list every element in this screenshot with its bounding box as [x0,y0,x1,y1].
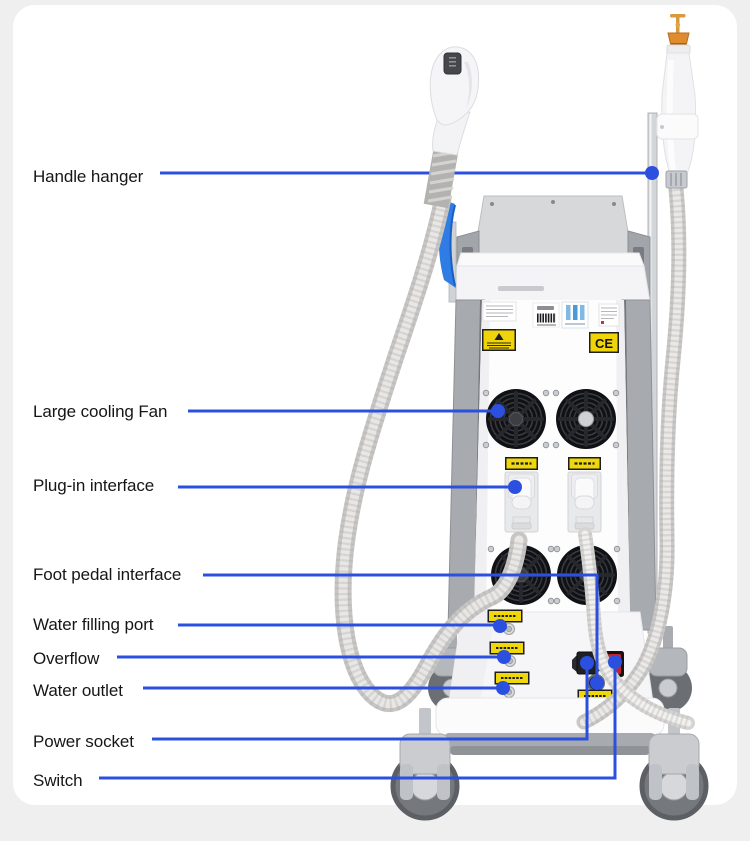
ce-mark-text: CE [595,336,613,351]
overflow-dot [497,650,511,664]
handle-hanger-dot [645,166,659,180]
foot-pedal-interface-line [203,573,599,681]
label-sticker-blue [561,301,589,329]
barcode-sticker [532,302,560,328]
label-handle-hanger: Handle hanger [33,167,144,186]
annotation-dots [491,166,659,695]
fan-hub-sticker [578,411,594,427]
laser-hose [576,181,687,730]
water-outlet-dot [496,681,510,695]
label-overflow: Overflow [33,649,100,668]
ipl-handpiece [423,46,479,209]
ce-label: CE [589,332,619,353]
water-filling-port-dot [493,619,507,633]
label-large-cooling-fan: Large cooling Fan [33,402,168,421]
label-switch: Switch [33,771,83,790]
plug-coil-hose [578,527,695,730]
base-platform [435,697,665,755]
ipl-hose [334,189,528,712]
label-water-filling-port: Water filling port [33,615,154,634]
foot-pedal-interface-dot [590,676,604,690]
label-plug-in-interface: Plug-in interface [33,476,155,495]
plug-in-interface-dot [508,480,522,494]
label-foot-pedal-interface: Foot pedal interface [33,565,182,584]
plug-in-interface-right [566,455,603,534]
machine-body [447,299,657,631]
laser-handpiece [656,14,699,189]
top-housing [448,221,651,303]
spec-sticker-left [482,301,517,322]
label-power-socket: Power socket [33,732,134,751]
label-water-outlet: Water outlet [33,681,123,700]
annotation-lines [99,409,617,780]
power-socket-dot [580,656,594,670]
power-socket-line [152,665,589,741]
large-cooling-fan-dot [491,404,505,418]
switch-dot [608,655,622,669]
plug-in-interface-left [503,455,540,534]
spec-sticker-right [598,303,620,327]
switch-line [99,664,617,780]
warning-label [482,329,516,351]
